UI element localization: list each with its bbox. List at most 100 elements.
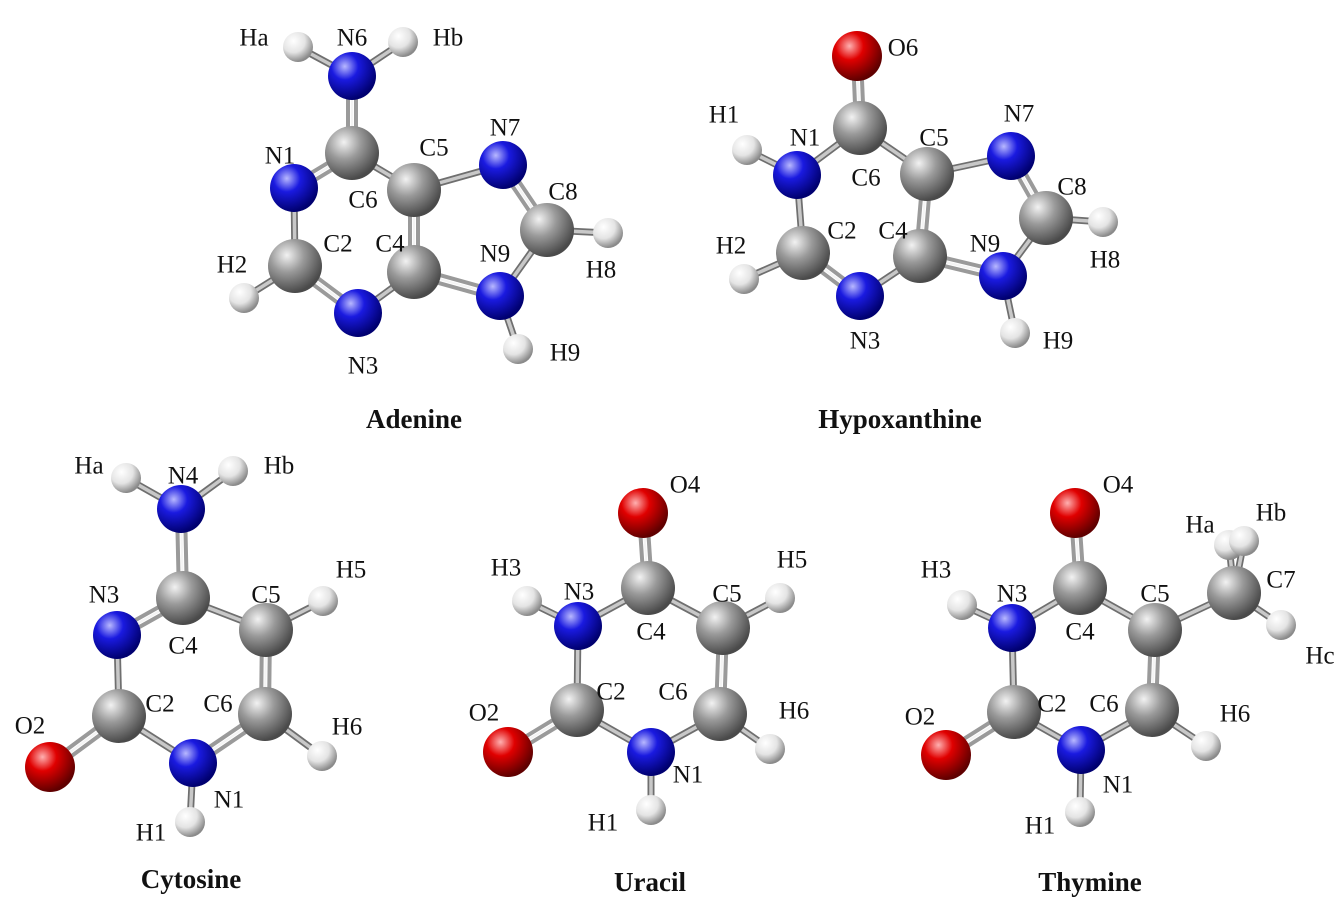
uracil-atom-c5 xyxy=(696,601,750,655)
hypoxanthine-label-n1: N1 xyxy=(790,125,821,152)
adenine-label-hb: Hb xyxy=(433,25,464,52)
uracil-atom-c4 xyxy=(621,561,675,615)
uracil-title: Uracil xyxy=(614,867,686,897)
thymine-label-n1: N1 xyxy=(1103,772,1134,799)
hypoxanthine-label-c8: C8 xyxy=(1057,174,1086,201)
adenine-label-c2: C2 xyxy=(323,231,352,258)
adenine-label-h9: H9 xyxy=(550,340,581,367)
adenine-label-h8: H8 xyxy=(586,257,617,284)
hypoxanthine-atom-h9 xyxy=(1000,318,1030,348)
hypoxanthine-label-c2: C2 xyxy=(827,218,856,245)
uracil-atom-c2 xyxy=(550,683,604,737)
thymine-atom-n3 xyxy=(988,604,1036,652)
cytosine-label-n3: N3 xyxy=(89,582,120,609)
thymine-atom-n1 xyxy=(1057,726,1105,774)
uracil-label-o2: O2 xyxy=(469,700,500,727)
adenine-label-n3: N3 xyxy=(348,353,379,380)
uracil-label-h5: H5 xyxy=(777,547,808,574)
thymine-label-h3: H3 xyxy=(921,557,952,584)
adenine-atom-c2 xyxy=(268,239,322,293)
cytosine-label-c4: C4 xyxy=(168,633,198,660)
cytosine-atom-c6 xyxy=(238,687,292,741)
thymine-label-h1: H1 xyxy=(1025,813,1056,840)
uracil-label-c5: C5 xyxy=(712,581,741,608)
adenine-label-ha: Ha xyxy=(239,25,268,52)
cytosine-label-c6: C6 xyxy=(203,691,232,718)
adenine-label-h2: H2 xyxy=(217,252,248,279)
adenine-label-n6: N6 xyxy=(337,25,368,52)
uracil-label-n1: N1 xyxy=(673,762,704,789)
cytosine-label-c5: C5 xyxy=(251,582,280,609)
adenine-atom-h8 xyxy=(593,218,623,248)
hypoxanthine-atom-n9 xyxy=(979,252,1027,300)
cytosine-atom-h5 xyxy=(308,586,338,616)
cytosine-atom-h1 xyxy=(175,807,205,837)
thymine-atom-o4 xyxy=(1050,488,1100,538)
adenine-atom-c5 xyxy=(387,163,441,217)
hypoxanthine-atom-c5 xyxy=(900,147,954,201)
cytosine-atom-c2 xyxy=(92,689,146,743)
hypoxanthine-atom-c2 xyxy=(776,226,830,280)
thymine-label-c4: C4 xyxy=(1065,619,1095,646)
uracil-label-c6: C6 xyxy=(658,679,687,706)
hypoxanthine-label-c5: C5 xyxy=(919,125,948,152)
adenine-atom-hb xyxy=(388,27,418,57)
adenine-atom-n9 xyxy=(476,272,524,320)
adenine-label-n9: N9 xyxy=(480,241,511,268)
uracil-atom-h5 xyxy=(765,583,795,613)
adenine-label-c4: C4 xyxy=(375,231,405,258)
adenine-atom-h2 xyxy=(229,283,259,313)
atoms-layer xyxy=(25,27,1296,837)
cytosine-atom-n3 xyxy=(93,611,141,659)
adenine-atom-n6 xyxy=(328,52,376,100)
adenine-atom-c4 xyxy=(387,245,441,299)
thymine-atom-c7 xyxy=(1207,566,1261,620)
uracil-atom-n1 xyxy=(627,728,675,776)
uracil-atom-o2 xyxy=(483,727,533,777)
thymine-label-hc: Hc xyxy=(1305,643,1334,670)
thymine-label-c2: C2 xyxy=(1037,691,1066,718)
uracil-label-h1: H1 xyxy=(588,810,619,837)
cytosine-label-c2: C2 xyxy=(145,691,174,718)
thymine-label-o2: O2 xyxy=(905,704,936,731)
hypoxanthine-atom-n7 xyxy=(987,132,1035,180)
cytosine-atom-c5 xyxy=(239,603,293,657)
hypoxanthine-atom-o6 xyxy=(832,31,882,81)
thymine-label-c6: C6 xyxy=(1089,691,1118,718)
thymine-label-o4: O4 xyxy=(1103,472,1134,499)
hypoxanthine-label-n9: N9 xyxy=(970,231,1001,258)
hypoxanthine-title: Hypoxanthine xyxy=(818,404,982,434)
cytosine-label-n1: N1 xyxy=(214,787,245,814)
cytosine-label-hb: Hb xyxy=(264,453,295,480)
thymine-atom-h6 xyxy=(1191,731,1221,761)
cytosine-atom-c4 xyxy=(156,571,210,625)
cytosine-atom-n1 xyxy=(169,739,217,787)
uracil-atom-n3 xyxy=(554,602,602,650)
hypoxanthine-label-h1: H1 xyxy=(709,102,740,129)
hypoxanthine-label-n7: N7 xyxy=(1004,101,1035,128)
thymine-atom-hb xyxy=(1229,526,1259,556)
adenine-atom-c6 xyxy=(325,126,379,180)
cytosine-title: Cytosine xyxy=(141,864,242,894)
adenine-atom-c8 xyxy=(520,203,574,257)
thymine-title: Thymine xyxy=(1038,867,1142,897)
uracil-atom-o4 xyxy=(618,488,668,538)
hypoxanthine-label-h8: H8 xyxy=(1090,247,1121,274)
hypoxanthine-label-c4: C4 xyxy=(878,218,908,245)
adenine-atom-h9 xyxy=(503,334,533,364)
uracil-atom-c6 xyxy=(693,687,747,741)
hypoxanthine-label-h2: H2 xyxy=(716,233,747,260)
cytosine-label-n4: N4 xyxy=(168,463,199,490)
hypoxanthine-atom-h2 xyxy=(729,264,759,294)
cytosine-label-ha: Ha xyxy=(74,453,103,480)
hypoxanthine-label-o6: O6 xyxy=(888,35,919,62)
adenine-atom-ha xyxy=(283,32,313,62)
thymine-label-h6: H6 xyxy=(1220,701,1251,728)
adenine-label-n7: N7 xyxy=(490,115,521,142)
uracil-label-c4: C4 xyxy=(636,619,666,646)
adenine-label-n1: N1 xyxy=(265,143,296,170)
uracil-label-h6: H6 xyxy=(779,698,810,725)
